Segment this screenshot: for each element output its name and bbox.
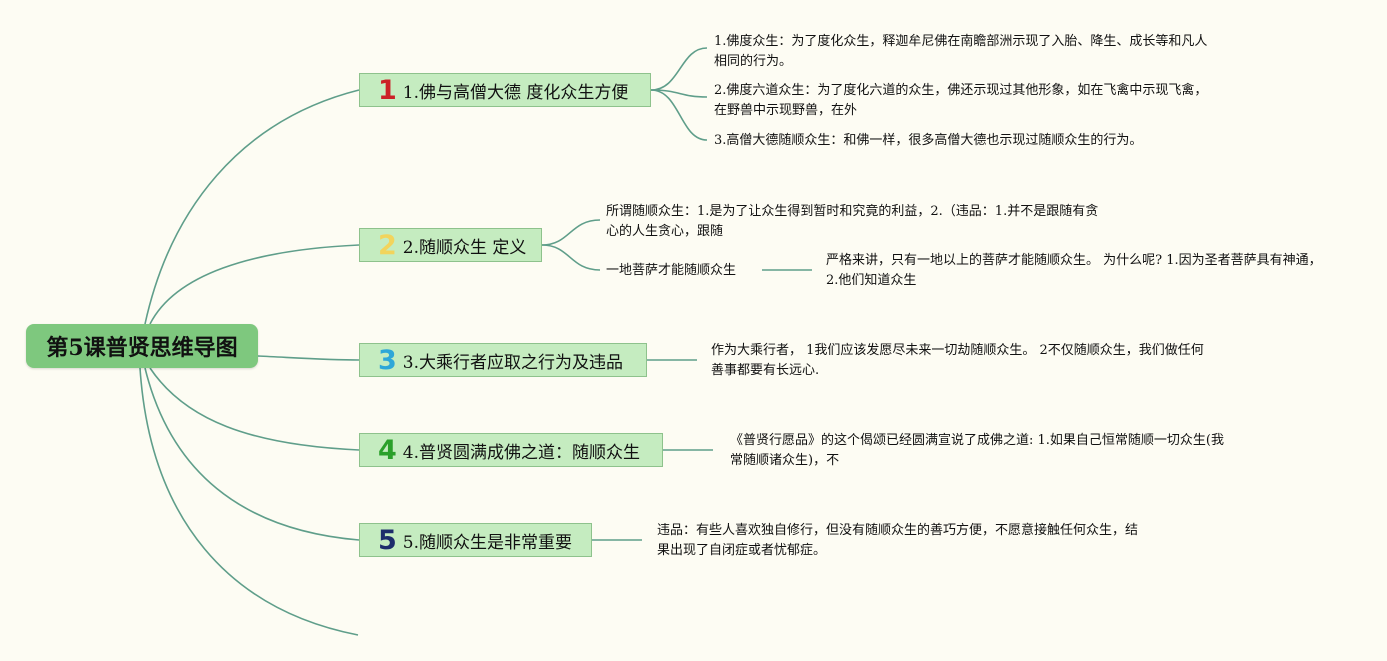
link-root-b1 (144, 89, 360, 325)
number-3-icon: 3 (378, 344, 397, 376)
branch-2-label: 2.随顺众生 定义 (402, 237, 527, 258)
number-5-icon: 5 (378, 524, 397, 556)
leaf-b2-1[interactable]: 所谓随顺众生：1.是为了让众生得到暂时和究竟的利益，2.（违品：1.并不是跟随有… (606, 204, 1099, 239)
leaf-b2-2-1[interactable]: 严格来讲，只有一地以上的菩萨才能随顺众生。 为什么呢? 1.因为圣者菩萨具有神通… (826, 253, 1322, 288)
leaf-b3-1[interactable]: 作为大乘行者， 1我们应该发愿尽未来一切劫随顺众生。 2不仅随顺众生，我们做任何… (711, 343, 1204, 378)
branch-3-label: 3.大乘行者应取之行为及违品 (402, 352, 624, 373)
link-root-b2 (149, 244, 360, 325)
branch-1[interactable]: 1 1.佛与高僧大德 度化众生方便 (359, 73, 651, 107)
root-node[interactable]: 第5课普贤思维导图 (26, 324, 258, 368)
branch-4-label: 4.普贤圆满成佛之道：随顺众生 (402, 442, 641, 463)
branch-4[interactable]: 4 4.普贤圆满成佛之道：随顺众生 (359, 433, 663, 467)
link-root-extra (139, 367, 359, 636)
link-root-b4 (149, 367, 360, 451)
link-b2-l2 (541, 244, 601, 271)
number-4-icon: 4 (378, 434, 397, 466)
leaf-b1-2[interactable]: 2.佛度六道众生：为了度化六道的众生，佛还示现过其他形象，如在飞禽中示现飞禽，在… (714, 83, 1208, 118)
branch-5[interactable]: 5 5.随顺众生是非常重要 (359, 523, 592, 557)
leaf-b4-1[interactable]: 《普贤行愿品》的这个偈颂已经圆满宣说了成佛之道: 1.如果自己恒常随顺一切众生(… (730, 433, 1224, 468)
branch-3[interactable]: 3 3.大乘行者应取之行为及违品 (359, 343, 647, 377)
branch-2[interactable]: 2 2.随顺众生 定义 (359, 228, 542, 262)
leaf-b1-3[interactable]: 3.高僧大德随顺众生：和佛一样，很多高僧大德也示现过随顺众生的行为。 (714, 133, 1143, 148)
leaf-b2-2[interactable]: 一地菩萨才能随顺众生 (606, 263, 737, 278)
link-b1-l1 (650, 47, 708, 91)
leaf-b5-1[interactable]: 违品：有些人喜欢独自修行，但没有随顺众生的善巧方便，不愿意接触任何众生，结果出现… (657, 523, 1139, 558)
link-b1-l3 (650, 89, 708, 141)
link-b2-l1 (541, 219, 601, 246)
leaf-b1-1[interactable]: 1.佛度众生：为了度化众生，释迦牟尼佛在南瞻部洲示现了入胎、降生、成长等和凡人相… (714, 34, 1208, 69)
branch-1-label: 1.佛与高僧大德 度化众生方便 (402, 82, 629, 103)
link-root-b3 (257, 355, 360, 361)
branch-5-label: 5.随顺众生是非常重要 (402, 532, 573, 553)
link-root-b5 (144, 367, 360, 541)
root-title: 第5课普贤思维导图 (46, 335, 238, 361)
number-2-icon: 2 (378, 229, 397, 261)
number-1-icon: 1 (378, 74, 397, 106)
